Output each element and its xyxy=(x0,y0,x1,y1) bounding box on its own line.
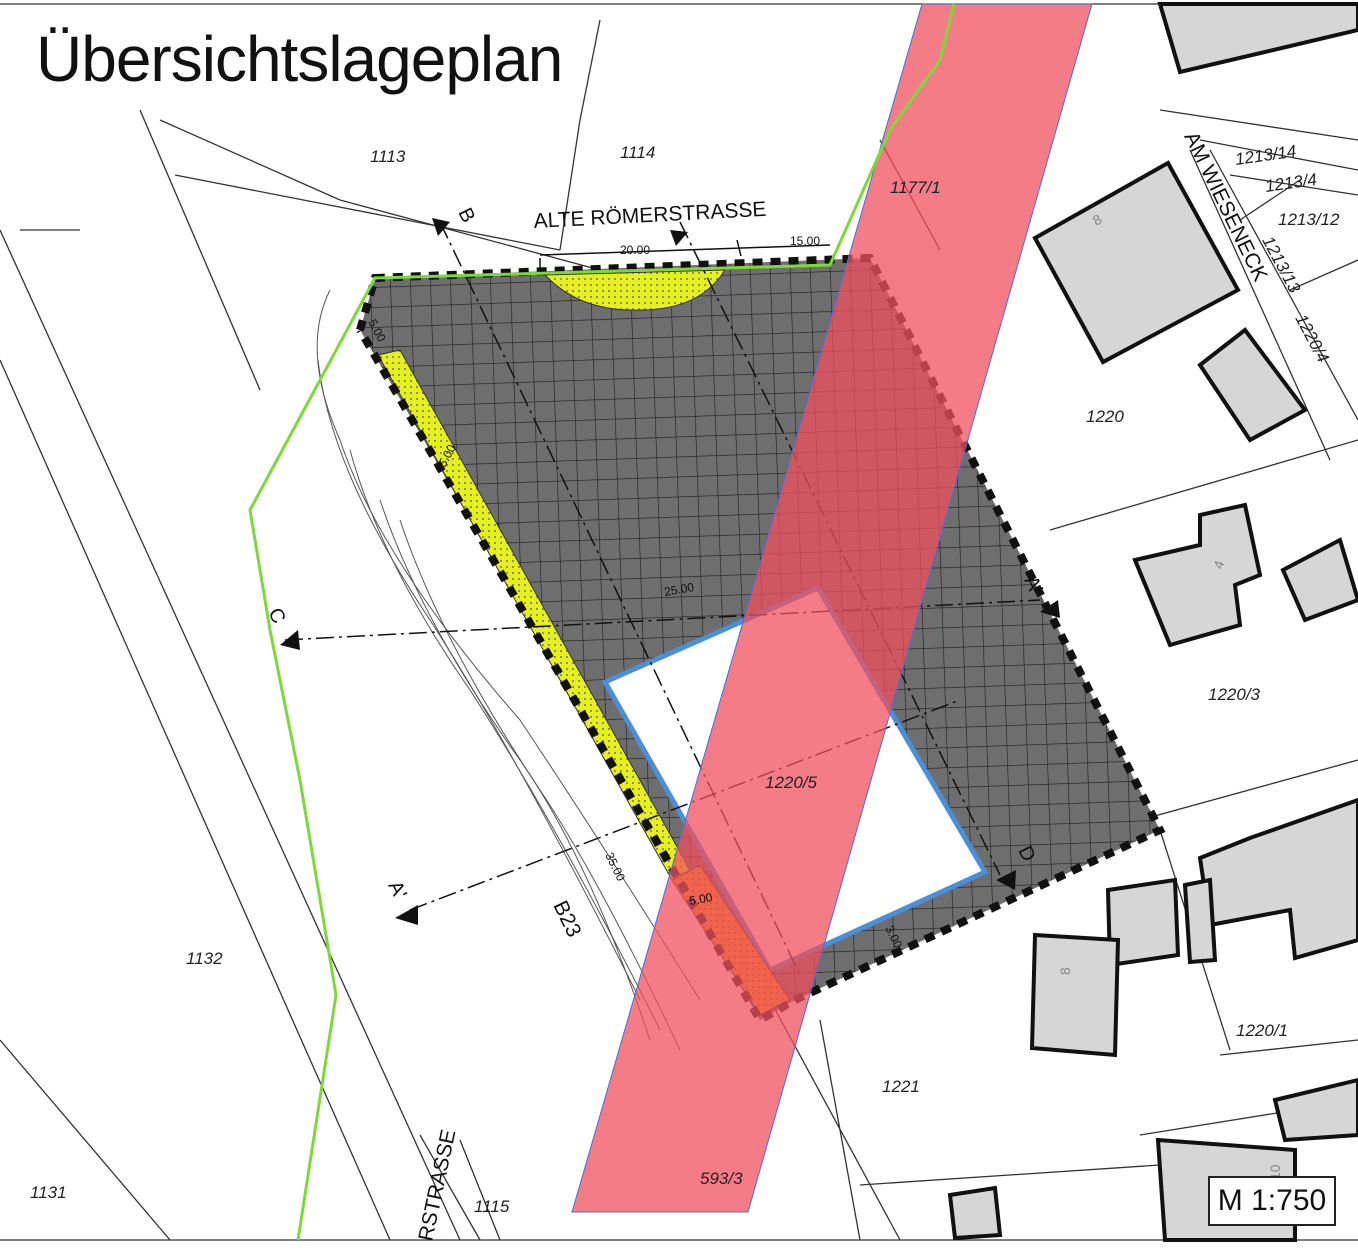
parcel-1221: 1221 xyxy=(882,1077,920,1096)
parcel-1132: 1132 xyxy=(186,949,223,968)
dimension-25: 25.00 xyxy=(663,580,695,599)
dimension-ticks xyxy=(539,239,831,270)
parcel-1131: 1131 xyxy=(30,1183,67,1202)
section-marker-a-left: A' xyxy=(384,878,411,903)
section-marker-b: B xyxy=(454,205,480,227)
dimension-35: 35.00 xyxy=(602,850,628,883)
dimension-20: 20.00 xyxy=(620,243,650,257)
parcel-1115: 1115 xyxy=(474,1197,510,1216)
parcel-1220: 1220 xyxy=(1086,407,1124,426)
dimension-15: 15.00 xyxy=(790,234,820,248)
parcel-1220-4: 1220/4 xyxy=(1291,311,1332,366)
parcel-1113: 1113 xyxy=(370,147,406,166)
parcel-1213-12: 1213/12 xyxy=(1278,210,1340,229)
parcel-1213-14: 1213/14 xyxy=(1234,142,1297,169)
parcel-1213-4: 1213/4 xyxy=(1264,170,1318,196)
green-boundary-line xyxy=(248,3,956,1241)
parcel-593-3: 593/3 xyxy=(700,1169,743,1188)
plan-title: Übersichtslageplan xyxy=(36,23,563,95)
parcel-1220-3: 1220/3 xyxy=(1208,685,1261,704)
scale-indicator: M 1:750 xyxy=(1208,1176,1336,1226)
section-marker-triangles xyxy=(280,218,1060,925)
street-b23: B23 xyxy=(549,897,586,941)
street-alte-roemerstrasse: ALTE RÖMERSTRASSE xyxy=(533,198,767,233)
parcel-1220-5: 1220/5 xyxy=(765,773,818,792)
parcel-1220-1: 1220/1 xyxy=(1236,1021,1288,1040)
parcel-1177-1: 1177/1 xyxy=(890,178,941,197)
parcel-1114: 1114 xyxy=(620,143,655,162)
red-corridor xyxy=(571,3,1093,1213)
dimension-5-low: 5.00 xyxy=(688,890,714,908)
cadastral-lines xyxy=(0,3,1358,1241)
house-number-8-bottom: 8 xyxy=(1057,967,1073,975)
